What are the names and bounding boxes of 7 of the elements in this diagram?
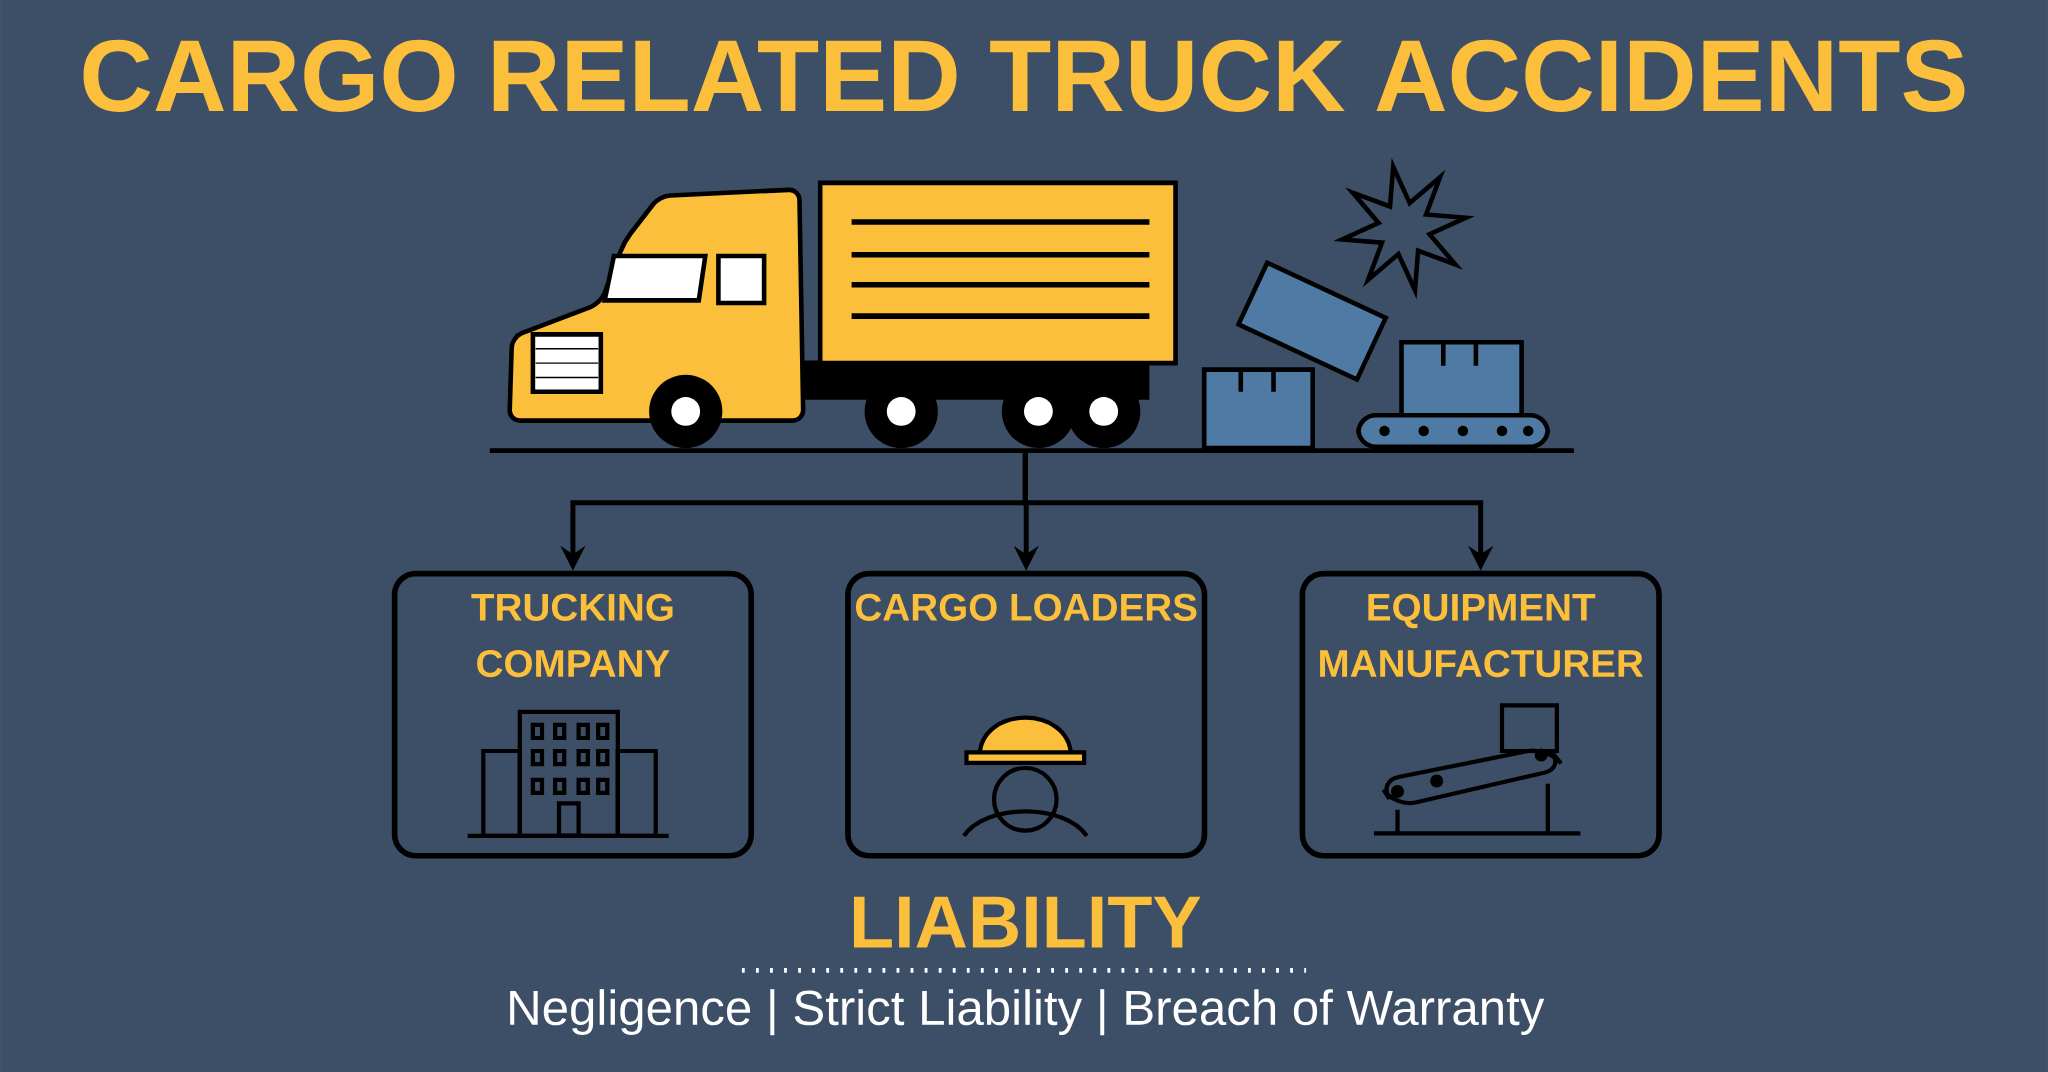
process-box: EQUIPMENT MANUFACTURER bbox=[1299, 570, 1662, 859]
process-box: CARGO LOADERS bbox=[845, 570, 1208, 859]
truck-drawing bbox=[489, 157, 1574, 453]
subtitle: Negligence | Strict Liability | Breach of Warranty bbox=[510, 989, 1545, 1036]
process-box: TRUCKING COMPANY bbox=[391, 570, 755, 859]
title: CARGO RELATED TRUCK ACCIDENTS bbox=[83, 39, 1965, 112]
heading: LIABILITY bbox=[853, 896, 1201, 948]
